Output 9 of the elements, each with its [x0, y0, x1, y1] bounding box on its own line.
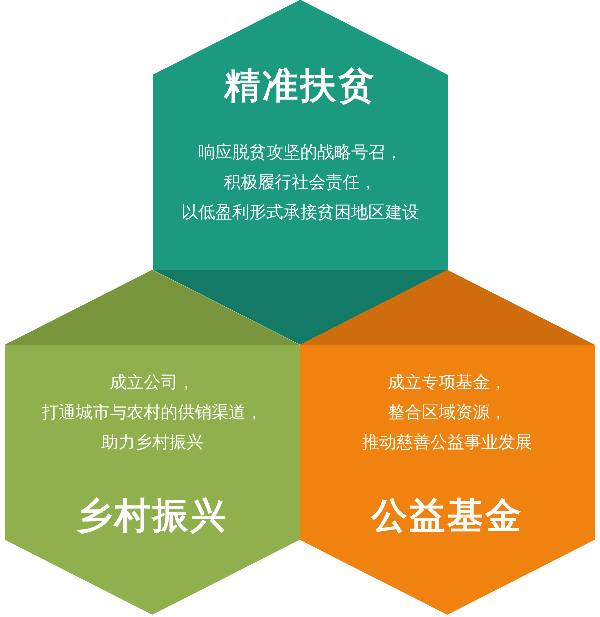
- hexagon-panel: [153, 0, 448, 345]
- hexagon-panel: [300, 270, 595, 615]
- hexagon-heading: 公益基金: [370, 495, 524, 539]
- hexagon-text: 响应脱贫攻坚的战略号召，积极履行社会责任，以低盈利形式承接贫困地区建设: [180, 142, 420, 225]
- hexagon-text: 成立专项基金，整合区域资源，推动慈善公益事业发展: [362, 372, 534, 455]
- hexagon-heading: 精准扶贫: [222, 65, 378, 109]
- hexagon-panel: [5, 270, 300, 615]
- hexagon-heading: 乡村振兴: [76, 495, 230, 539]
- hexagon-text: 成立公司，打通城市与农村的供销渠道，助力乡村振兴: [41, 372, 264, 455]
